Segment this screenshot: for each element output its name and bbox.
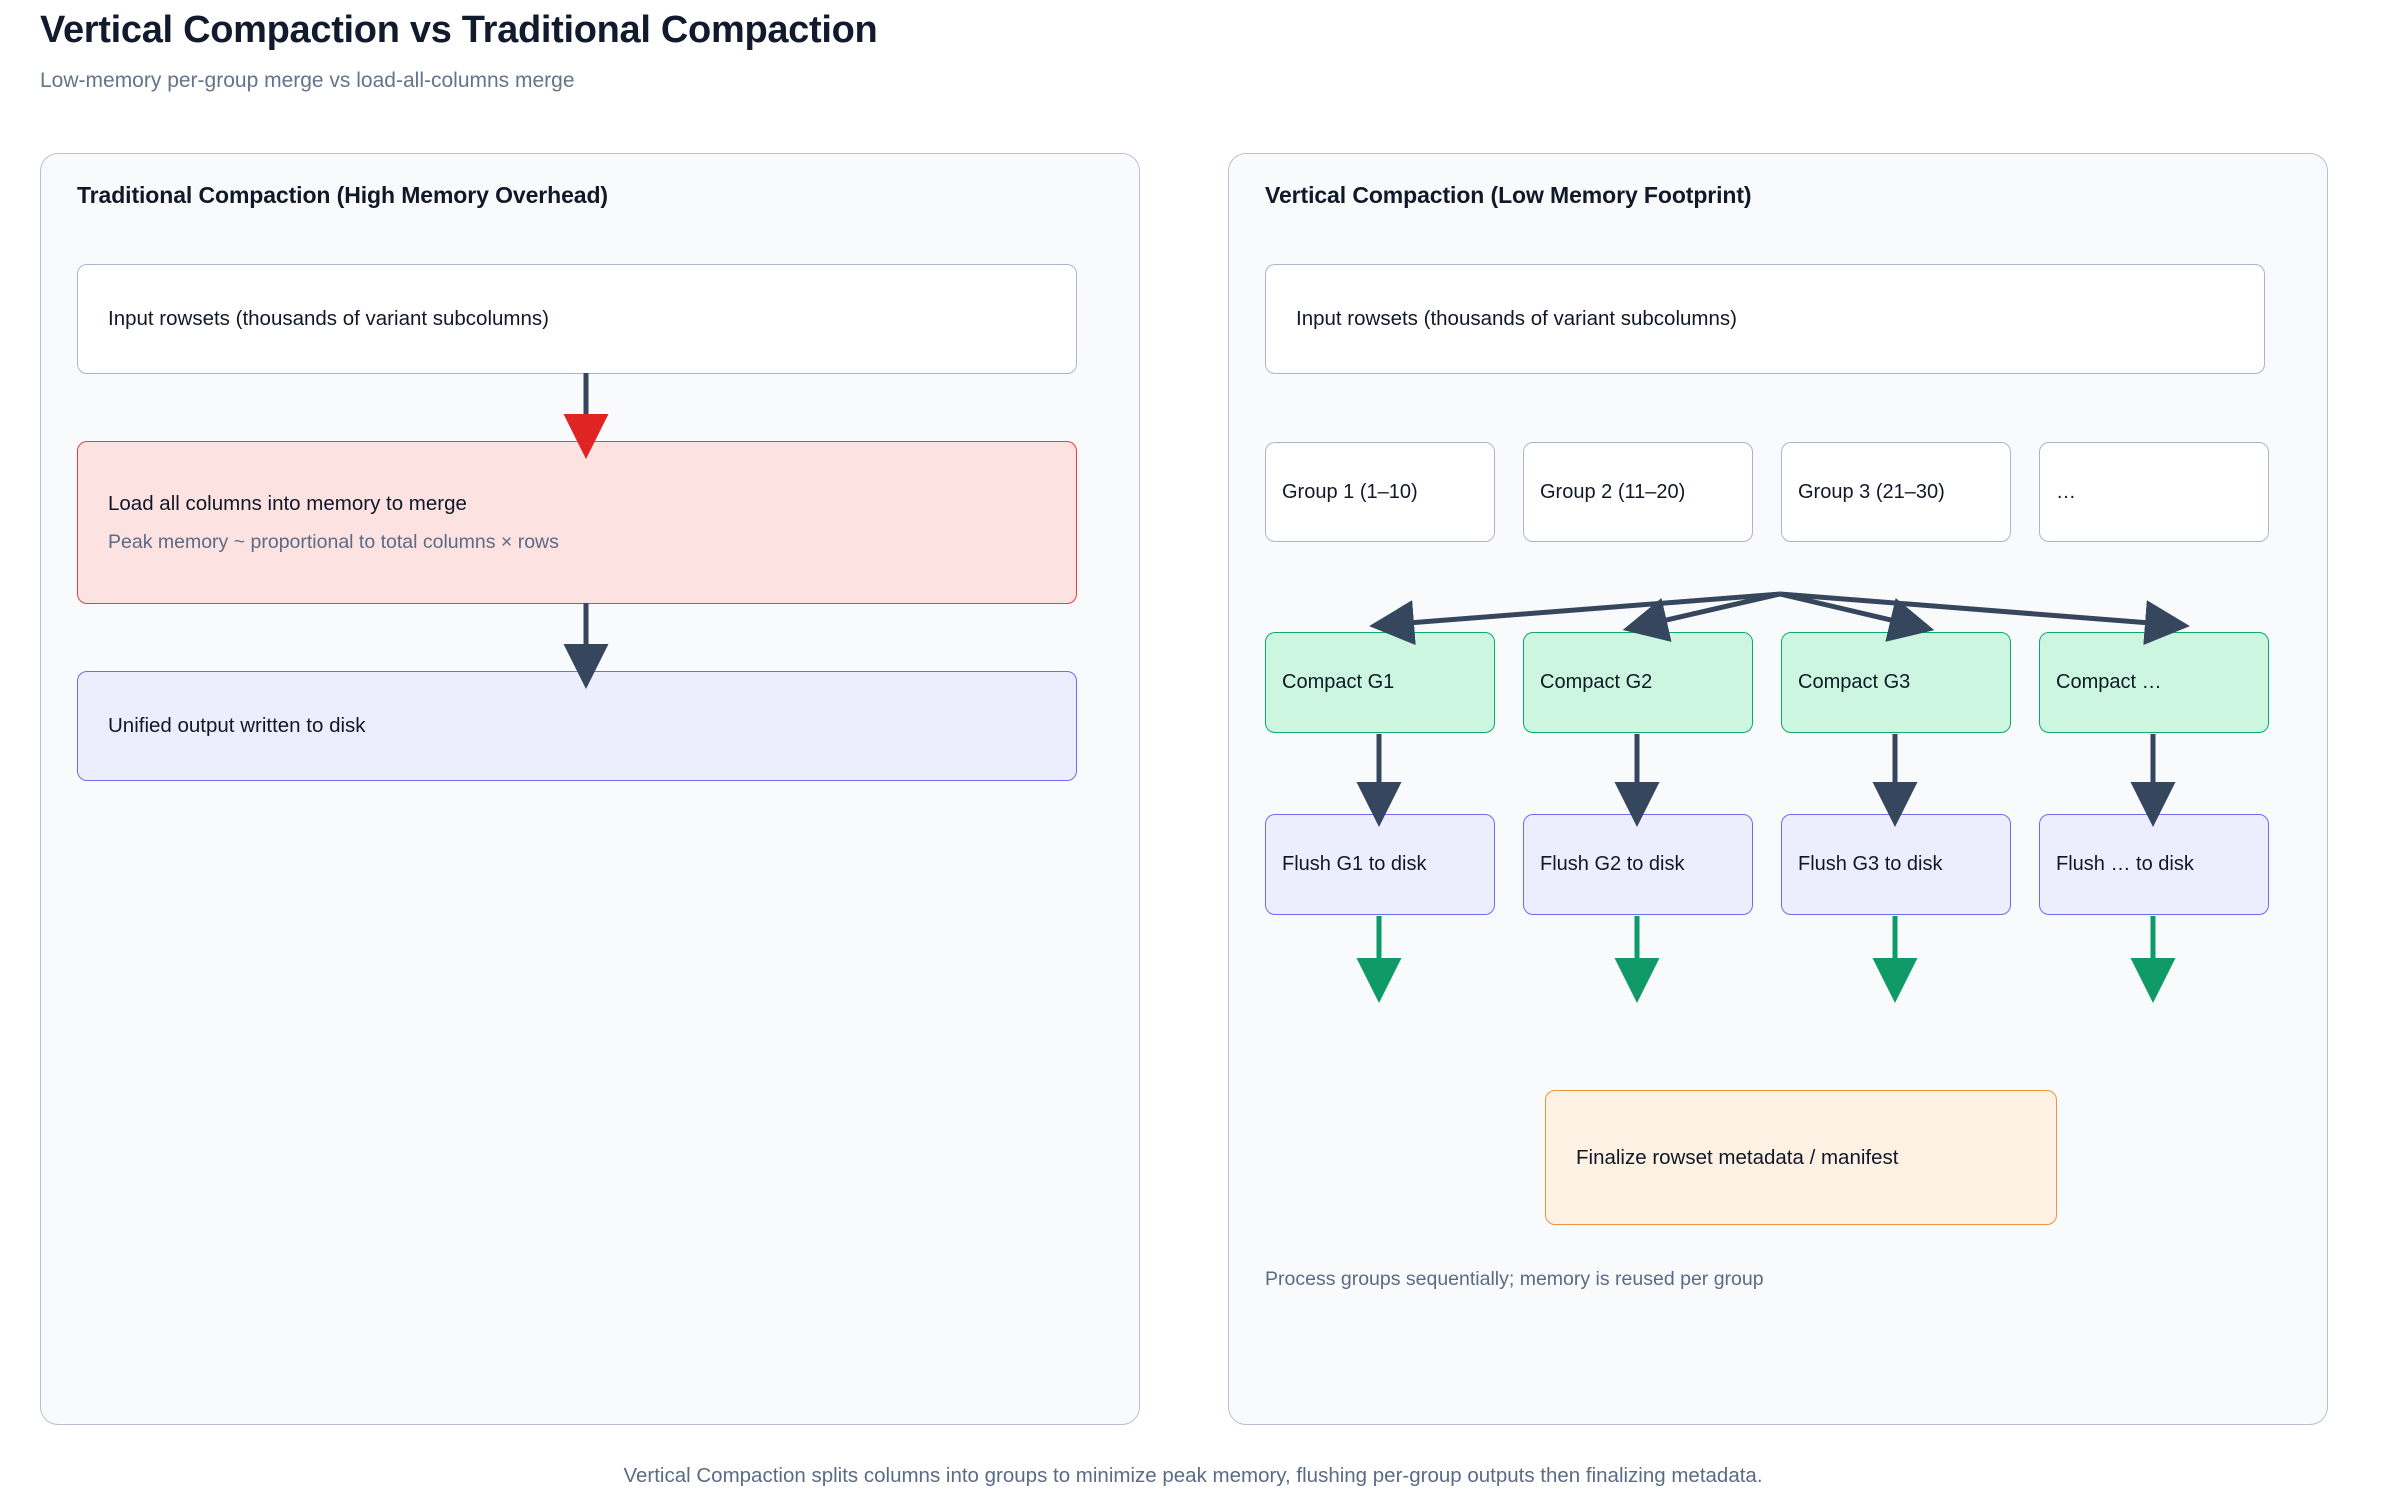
figure-caption: Vertical Compaction splits columns into … [623, 1464, 1763, 1487]
group-label: … [2056, 480, 2076, 503]
page-subtitle: Low-memory per-group merge vs load-all-c… [40, 68, 575, 92]
node-label: Input rowsets (thousands of variant subc… [1296, 307, 1737, 331]
traditional-load-all-columns-node[interactable]: Load all columns into memory to merge Pe… [77, 441, 1077, 604]
flush-node-1[interactable]: Flush G1 to disk [1265, 814, 1495, 915]
compact-node-2[interactable]: Compact G2 [1523, 632, 1753, 733]
node-label: Input rowsets (thousands of variant subc… [108, 307, 549, 331]
flush-node-2[interactable]: Flush G2 to disk [1523, 814, 1753, 915]
traditional-compaction-panel: Traditional Compaction (High Memory Over… [40, 153, 1140, 1425]
group-node-1[interactable]: Group 1 (1–10) [1265, 442, 1495, 542]
group-node-3[interactable]: Group 3 (21–30) [1781, 442, 2011, 542]
compact-node-overflow[interactable]: Compact … [2039, 632, 2269, 733]
node-sublabel: Peak memory ~ proportional to total colu… [108, 531, 559, 554]
node-label: Load all columns into memory to merge [108, 491, 467, 515]
group-node-overflow[interactable]: … [2039, 442, 2269, 542]
finalize-metadata-node[interactable]: Finalize rowset metadata / manifest [1545, 1090, 2057, 1225]
compact-label: Compact G3 [1798, 671, 1911, 693]
traditional-input-rowsets-node[interactable]: Input rowsets (thousands of variant subc… [77, 264, 1077, 374]
vertical-panel-title: Vertical Compaction (Low Memory Footprin… [1265, 182, 1752, 208]
compact-node-1[interactable]: Compact G1 [1265, 632, 1495, 733]
group-label: Group 2 (11–20) [1540, 480, 1686, 503]
group-label: Group 3 (21–30) [1798, 480, 1945, 503]
flush-label: Flush … to disk [2056, 853, 2194, 875]
page-title: Vertical Compaction vs Traditional Compa… [40, 9, 878, 51]
compact-label: Compact G1 [1282, 671, 1395, 693]
flush-label: Flush G1 to disk [1282, 853, 1427, 875]
vertical-compaction-panel: Vertical Compaction (Low Memory Footprin… [1228, 153, 2328, 1425]
vertical-input-rowsets-node[interactable]: Input rowsets (thousands of variant subc… [1265, 264, 2265, 374]
traditional-panel-title: Traditional Compaction (High Memory Over… [77, 182, 608, 208]
node-label: Finalize rowset metadata / manifest [1576, 1145, 1899, 1169]
flush-node-3[interactable]: Flush G3 to disk [1781, 814, 2011, 915]
node-label: Unified output written to disk [108, 714, 366, 738]
compact-label: Compact … [2056, 671, 2162, 693]
flush-label: Flush G2 to disk [1540, 853, 1685, 875]
flush-label: Flush G3 to disk [1798, 853, 1943, 875]
page-header: Vertical Compaction vs Traditional Compa… [40, 8, 2340, 94]
traditional-unified-output-node[interactable]: Unified output written to disk [77, 671, 1077, 781]
group-label: Group 1 (1–10) [1282, 480, 1418, 503]
group-node-2[interactable]: Group 2 (11–20) [1523, 442, 1753, 542]
compact-label: Compact G2 [1540, 671, 1653, 693]
flush-node-overflow[interactable]: Flush … to disk [2039, 814, 2269, 915]
vertical-panel-note: Process groups sequentially; memory is r… [1265, 1268, 1764, 1290]
compact-node-3[interactable]: Compact G3 [1781, 632, 2011, 733]
